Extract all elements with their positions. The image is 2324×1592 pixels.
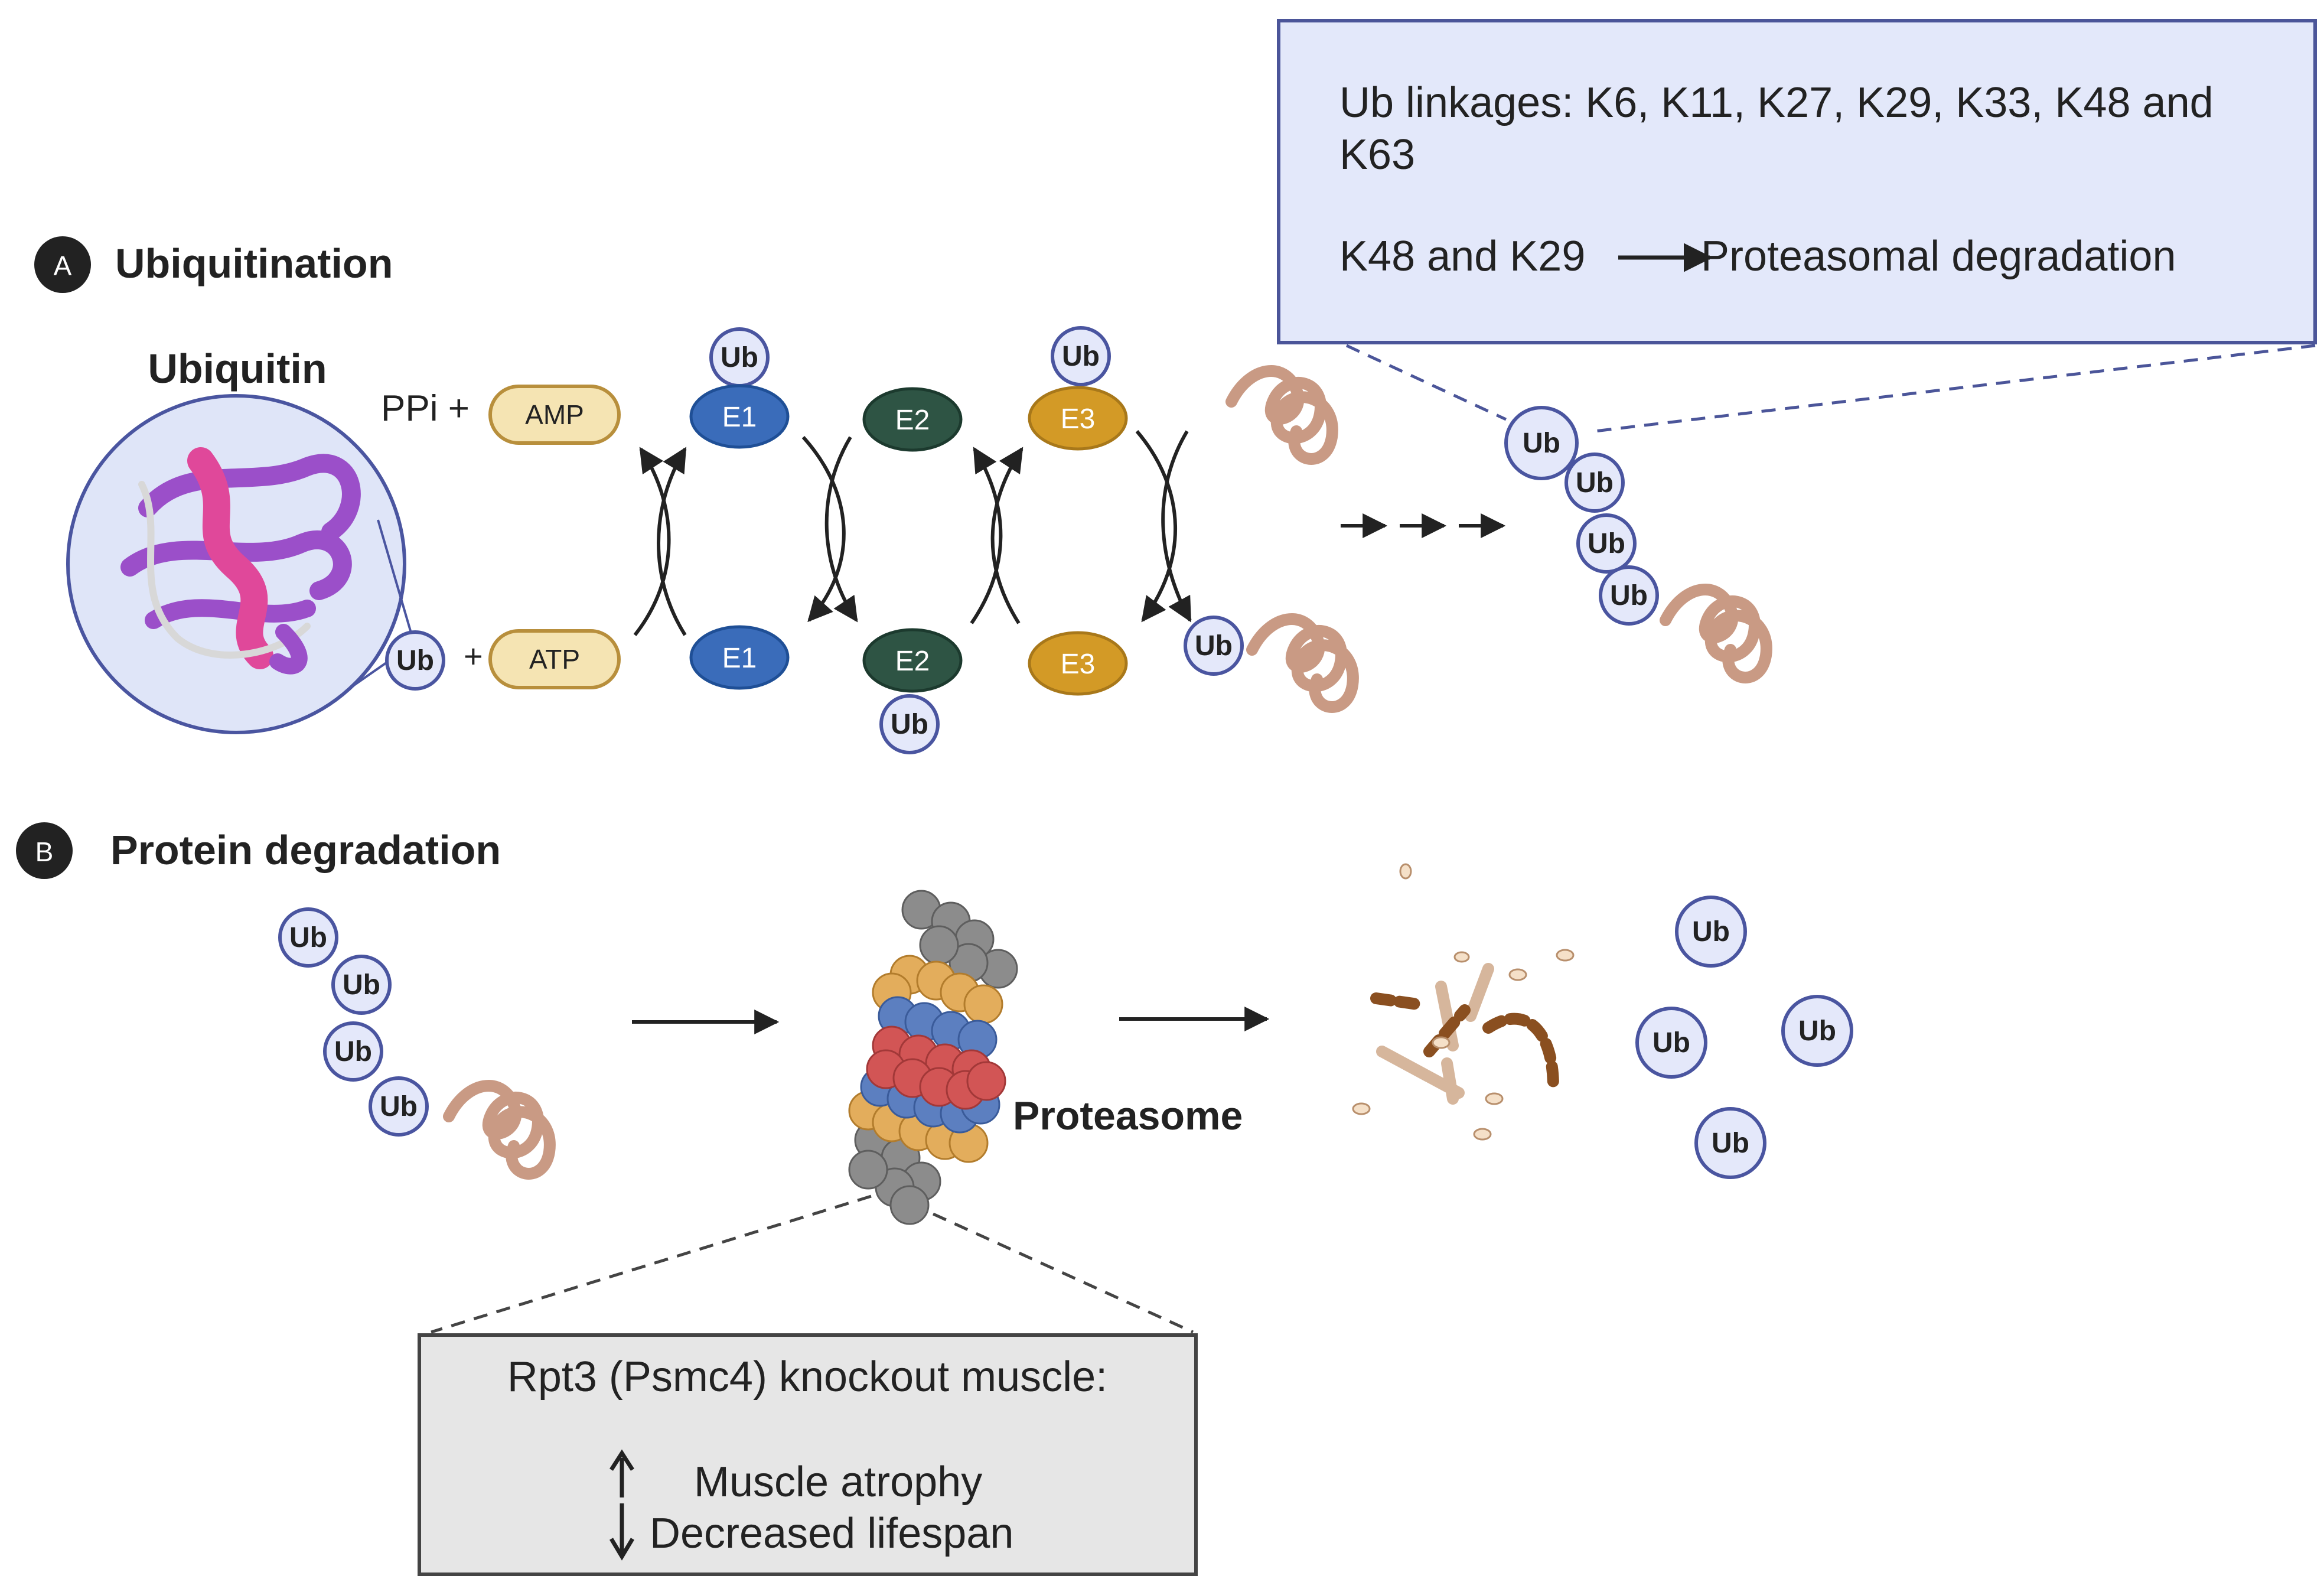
zoom-lines-a xyxy=(1345,344,2316,433)
panel-b-letter: B xyxy=(35,836,54,867)
panel-b-badge xyxy=(16,822,73,879)
proteasome-icon xyxy=(848,890,1018,1225)
knockout-box: Rpt3 (Psmc4) knockout muscle: Muscle atr… xyxy=(418,1333,1198,1576)
k48-k29-label: K48 and K29 xyxy=(1339,233,1585,280)
polyubiquitinated-protein-input: Ub Ub Ub Ub xyxy=(278,907,550,1174)
atp-label: ATP xyxy=(529,644,580,675)
panel-a: A Ubiquitination Ubiquitin Ub + PPi + AM… xyxy=(34,236,2316,753)
ub-linkages-box: Ub linkages: K6, K11, K27, K29, K33, K48… xyxy=(1277,19,2317,344)
linkages-line-2: K63 xyxy=(1339,131,1415,178)
muscle-atrophy-label: Muscle atrophy xyxy=(694,1458,982,1506)
knockout-title: Rpt3 (Psmc4) knockout muscle: xyxy=(507,1353,1107,1401)
svg-text:Ub: Ub xyxy=(1610,580,1648,611)
svg-text:Ub: Ub xyxy=(891,709,928,740)
panel-a-badge xyxy=(34,236,91,293)
svg-text:E3: E3 xyxy=(1061,649,1096,680)
svg-text:E1: E1 xyxy=(722,643,757,674)
panel-a-letter: A xyxy=(54,250,72,281)
svg-text:Ub: Ub xyxy=(1062,341,1100,372)
svg-text:Ub: Ub xyxy=(396,645,434,676)
svg-text:Ub: Ub xyxy=(1195,630,1233,662)
svg-text:Ub: Ub xyxy=(1798,1015,1836,1047)
up-arrow-icon xyxy=(609,1449,634,1497)
svg-text:Ub: Ub xyxy=(343,969,380,1001)
svg-text:E1: E1 xyxy=(722,402,757,433)
proteasome-label: Proteasome xyxy=(1013,1093,1243,1138)
svg-text:E3: E3 xyxy=(1061,403,1096,435)
decreased-lifespan-label: Decreased lifespan xyxy=(650,1510,1013,1557)
ub-molecule: Ub xyxy=(387,632,444,689)
zoom-lines-b xyxy=(431,1194,1194,1334)
panel-b: B Protein degradation Ub Ub Ub Ub xyxy=(16,822,1853,1576)
amp-label: AMP xyxy=(525,399,584,430)
ubiquitin-structure-icon xyxy=(66,394,415,734)
e3-ub-complex: Ub E3 xyxy=(1028,328,1128,451)
svg-text:E2: E2 xyxy=(895,646,930,677)
svg-text:Ub: Ub xyxy=(334,1036,372,1067)
plus-sign: + xyxy=(464,637,483,675)
down-arrow-icon xyxy=(609,1503,635,1561)
ppi-label: PPi + xyxy=(381,388,470,429)
e1-enzyme: E1 xyxy=(689,625,790,690)
svg-text:Ub: Ub xyxy=(721,342,758,373)
peptide-fragments-icon xyxy=(1352,863,1575,1141)
ub-substrate-protein: Ub xyxy=(1185,617,1353,707)
e3-enzyme: E3 xyxy=(1028,631,1128,696)
atp-pill xyxy=(488,629,621,689)
svg-text:Ub: Ub xyxy=(1692,916,1730,948)
polyubiquitinated-protein: Ub Ub Ub Ub xyxy=(1504,406,1766,678)
svg-text:Ub: Ub xyxy=(1712,1128,1749,1159)
panel-b-title: Protein degradation xyxy=(110,827,501,873)
svg-text:Ub: Ub xyxy=(1588,528,1625,559)
amp-pill xyxy=(488,385,621,445)
cycle-arrows xyxy=(633,430,1192,636)
ubiquitin-label: Ubiquitin xyxy=(148,346,327,392)
svg-text:E2: E2 xyxy=(895,405,930,436)
e1-ub-complex: Ub E1 xyxy=(689,329,790,449)
linkages-line-1: Ub linkages: K6, K11, K27, K29, K33, K48… xyxy=(1339,79,2214,126)
substrate-protein xyxy=(1231,371,1332,459)
svg-text:Ub: Ub xyxy=(380,1091,418,1122)
svg-text:Ub: Ub xyxy=(1652,1027,1690,1059)
e2-ub-complex: E2 Ub xyxy=(862,628,963,753)
panel-a-title: Ubiquitination xyxy=(115,240,393,287)
svg-text:Ub: Ub xyxy=(1576,467,1614,499)
free-ub-molecules: Ub Ub Ub Ub xyxy=(1635,896,1853,1179)
svg-text:Ub: Ub xyxy=(1523,428,1560,459)
svg-text:Ub: Ub xyxy=(289,922,327,953)
e2-enzyme: E2 xyxy=(862,387,963,452)
proteasomal-degradation-label: Proteasomal degradation xyxy=(1701,233,2176,280)
